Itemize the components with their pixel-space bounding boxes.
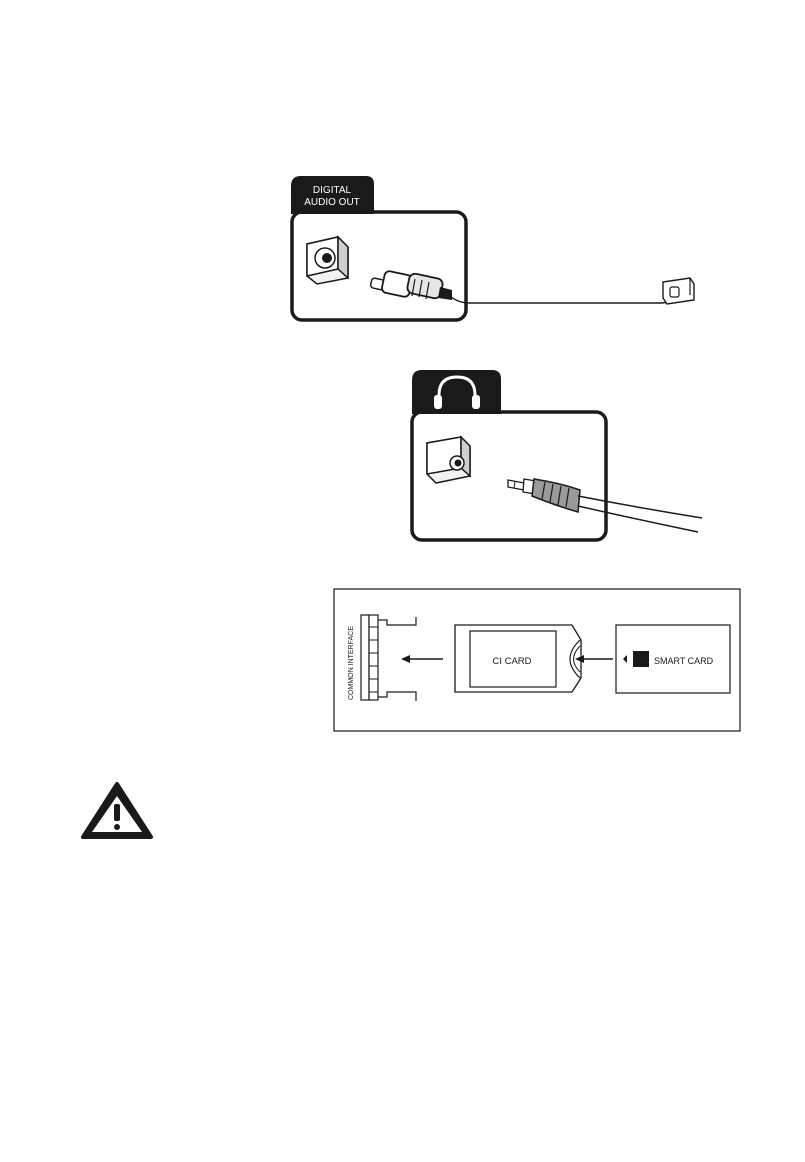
rca-plug-icon [370,270,452,300]
digital-audio-tab-label-line1: DIGITAL [313,185,352,196]
digital-audio-cable [450,296,674,303]
ci-card: CI CARD [455,625,581,692]
ci-card-label: CI CARD [492,656,531,667]
arrow-left-icon [401,655,443,663]
smart-card: SMART CARD [616,625,730,693]
coaxial-jack-icon [307,237,348,284]
warning-triangle-icon [83,784,151,837]
digital-audio-tab-label-line2: AUDIO OUT [304,197,360,208]
audio-jack-socket-icon [427,437,470,483]
chip-icon [633,651,649,667]
wall-socket-icon [663,278,694,304]
smart-card-label: SMART CARD [654,656,714,666]
ci-card-diagram: COMMON INTERFACE CI CARD SMART CARD [334,589,740,731]
digital-audio-out-panel: DIGITAL AUDIO OUT [291,176,694,320]
headphone-panel [412,370,702,540]
common-interface-label: COMMON INTERFACE [348,626,355,700]
